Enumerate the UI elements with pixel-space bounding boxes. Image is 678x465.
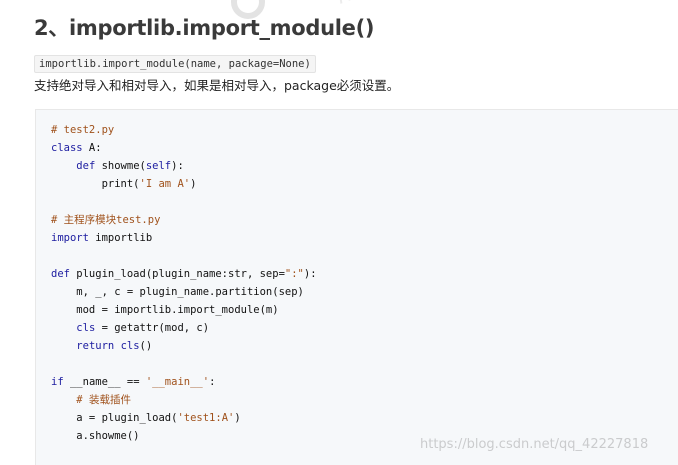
code-token: ) [234, 412, 241, 424]
code-token [51, 340, 76, 352]
code-token: a.showme() [51, 430, 140, 442]
code-token: ): [303, 268, 317, 280]
code-token: a = plugin_load( [51, 412, 178, 424]
code-block [35, 109, 678, 465]
code-token: 'I am A' [139, 178, 191, 190]
function-signature: importlib.import_module(name, package=No… [34, 55, 316, 73]
code-token: cls [120, 340, 140, 352]
svg-text:IT: IT [334, 0, 361, 9]
code-token [51, 160, 76, 172]
code-token: ":" [284, 268, 304, 280]
code-token: plugin_load(plugin_name:str, sep= [69, 268, 285, 280]
code-token: cls [76, 322, 96, 334]
code-line: def showme(self): [51, 157, 317, 175]
code-token: print( [51, 178, 140, 190]
description-text: 支持绝对导入和相对导入，如果是相对导入，package必须设置。 [34, 78, 400, 93]
code-line: # 装载插件 [51, 391, 317, 409]
source-url-watermark: https://blog.csdn.net/qq_42227818 [420, 437, 649, 452]
code-token: ) [190, 178, 197, 190]
code-line: print('I am A') [51, 175, 317, 193]
code-token: 'test1:A' [177, 412, 235, 424]
code-line: class A: [51, 139, 317, 157]
code-token: : [209, 376, 216, 388]
code-token: # 装载插件 [76, 394, 131, 406]
code-token: if [51, 376, 64, 388]
code-token: showme( [95, 160, 146, 172]
code-line: return cls() [51, 337, 317, 355]
blog-logo-watermark: IT [231, 0, 361, 19]
code-line [51, 247, 317, 265]
code-line: cls = getattr(mod, c) [51, 319, 317, 337]
code-line: m, _, c = plugin_name.partition(sep) [51, 283, 317, 301]
code-token: m, _, c = plugin_name.partition(sep) [51, 286, 304, 298]
code-token [51, 322, 76, 334]
code-line [51, 355, 317, 373]
code-token: ): [171, 160, 184, 172]
code-line: import importlib [51, 229, 317, 247]
code-token: class [51, 142, 83, 154]
code-line: def plugin_load(plugin_name:str, sep=":"… [51, 265, 317, 283]
code-token: '__main__' [145, 376, 210, 388]
code-line: if __name__ == '__main__': [51, 373, 317, 391]
code-token: def [76, 160, 96, 172]
code-token: importlib [88, 232, 153, 244]
code-line: # 主程序模块test.py [51, 211, 317, 229]
code-line: mod = importlib.import_module(m) [51, 301, 317, 319]
code-token: import [51, 232, 89, 244]
section-heading: 2、importlib.import_module() [34, 16, 375, 40]
code-line [51, 193, 317, 211]
code-token: = getattr(mod, c) [95, 322, 210, 334]
code-line: # test2.py [51, 121, 317, 139]
code-token: def [51, 268, 70, 280]
code-line: a = plugin_load('test1:A') [51, 409, 317, 427]
code-token [51, 394, 76, 406]
code-content: # test2.py class A: def showme(self): pri… [51, 121, 317, 445]
code-line: a.showme() [51, 427, 317, 445]
code-token: # test2.py [51, 124, 115, 136]
code-token: # 主程序模块test.py [51, 214, 161, 226]
code-token: () [139, 340, 153, 352]
code-token: mod = importlib.import_module(m) [51, 304, 279, 316]
code-token: self [145, 160, 172, 172]
code-token: A: [82, 142, 102, 154]
code-token: __name__ == [63, 376, 146, 388]
code-token: return [76, 340, 115, 352]
